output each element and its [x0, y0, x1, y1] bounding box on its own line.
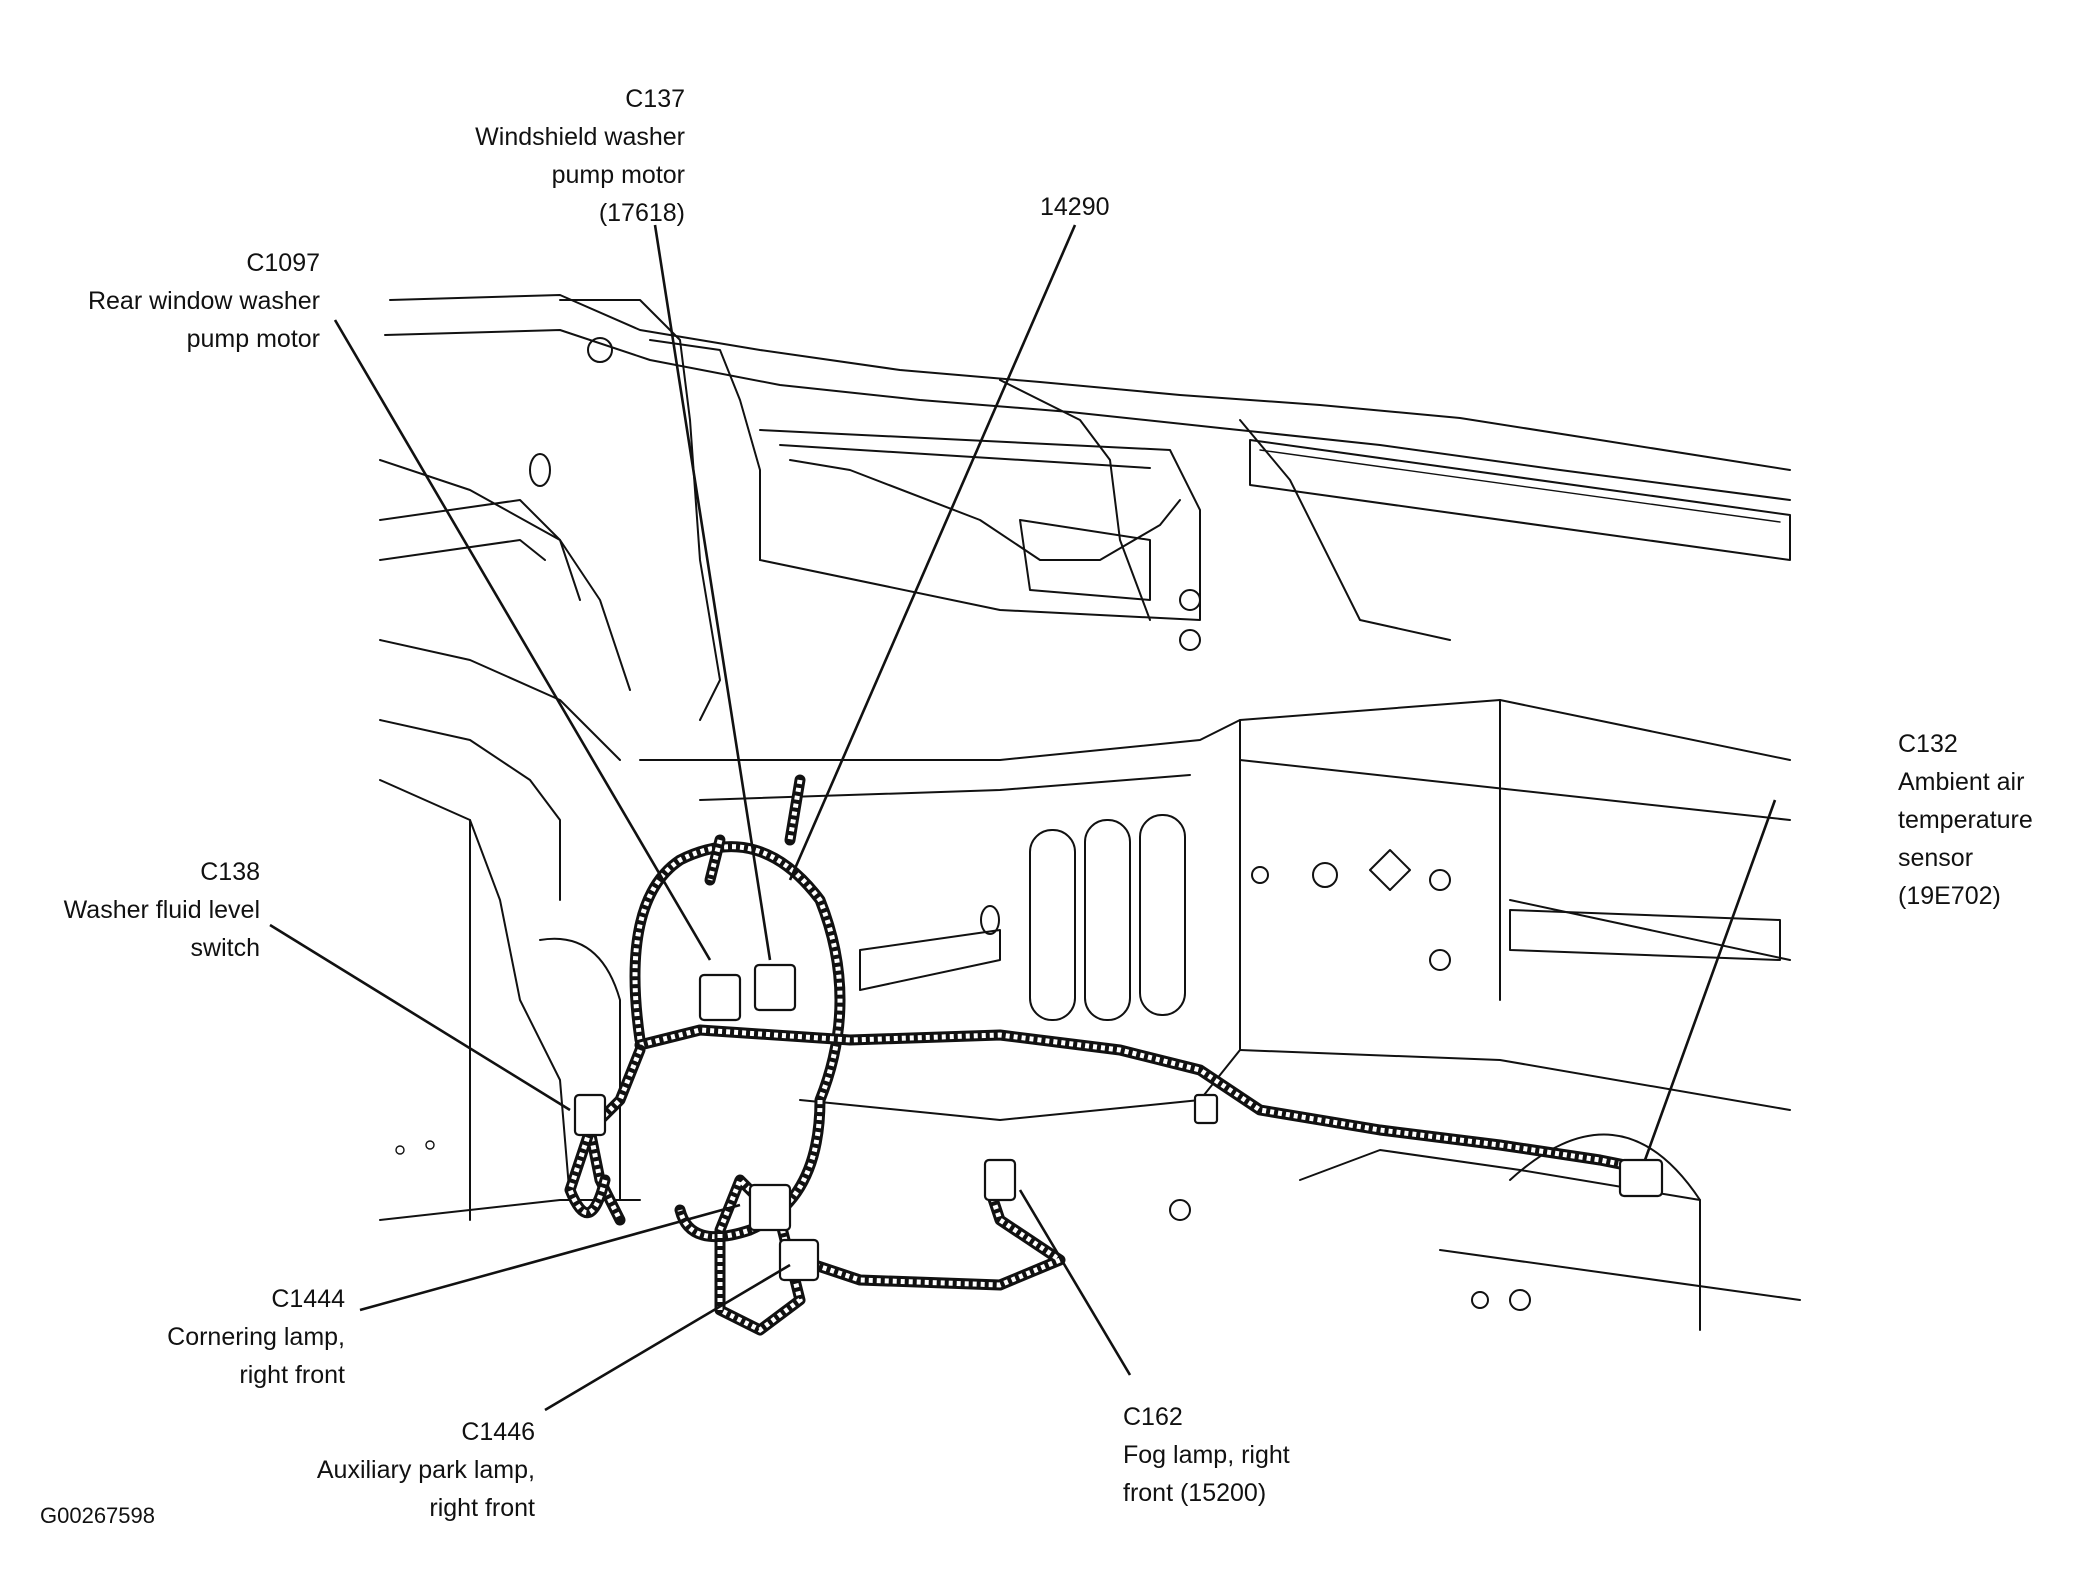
callout-c137: C137 Windshield washer pump motor (17618…	[400, 80, 685, 232]
callout-c1446-code: C1446	[461, 1418, 535, 1446]
callout-14290: 14290	[1040, 188, 1180, 226]
callout-c162-code: C162	[1123, 1403, 1183, 1431]
wire-harness	[564, 774, 1656, 1336]
callout-c137-line-2: pump motor	[551, 161, 685, 189]
callout-c1444-line-2: right front	[239, 1361, 345, 1389]
leader-c1444	[359, 1203, 741, 1312]
callout-c132-line-2: temperature	[1898, 806, 2033, 834]
cowl-structure	[379, 294, 1791, 721]
callout-c162-line-2: front (15200)	[1123, 1479, 1267, 1507]
callout-c1097-code: C1097	[246, 249, 320, 277]
callout-c1446: C1446 Auxiliary park lamp, right front	[220, 1413, 535, 1527]
leader-c137	[653, 224, 772, 961]
leader-c1097	[333, 319, 712, 961]
callout-c1097: C1097 Rear window washer pump motor	[20, 244, 320, 358]
callout-c132-line-4: (19E702)	[1898, 882, 2001, 910]
leader-c1446	[544, 1263, 791, 1412]
callout-c1446-line-2: right front	[429, 1494, 535, 1522]
callout-c1444-line-1: Cornering lamp,	[167, 1323, 345, 1351]
callout-c162: C162 Fog lamp, right front (15200)	[1123, 1398, 1383, 1512]
callout-c137-line-3: (17618)	[598, 199, 685, 227]
callout-c138-line-1: Washer fluid level	[63, 896, 260, 924]
callout-c138: C138 Washer fluid level switch	[20, 853, 260, 967]
callout-c132-line-3: sensor	[1898, 844, 1974, 872]
leader-c162	[1018, 1189, 1132, 1376]
callout-c1444-code: C1444	[271, 1285, 345, 1313]
callout-c1444: C1444 Cornering lamp, right front	[80, 1280, 345, 1394]
callout-c138-line-2: switch	[190, 934, 260, 962]
callout-c1097-line-1: Rear window washer	[87, 287, 320, 315]
callout-c137-line-1: Windshield washer	[475, 123, 685, 151]
leader-14290	[788, 224, 1077, 881]
connectors	[573, 963, 1664, 1282]
callout-14290-code: 14290	[1040, 193, 1110, 221]
leader-lines	[269, 224, 1777, 1412]
leader-c132	[1643, 799, 1777, 1161]
callout-c132: C132 Ambient air temperature sensor (19E…	[1898, 725, 2068, 915]
leader-c138	[269, 923, 571, 1112]
callout-c132-code: C132	[1898, 730, 1958, 758]
fender-structure	[379, 337, 641, 1221]
callout-c138-code: C138	[200, 858, 260, 886]
figure-id: G00267598	[40, 1503, 155, 1528]
callout-c1446-line-1: Auxiliary park lamp,	[316, 1456, 535, 1484]
callout-c132-line-1: Ambient air	[1898, 768, 2025, 796]
radiator-support	[639, 589, 1801, 1331]
callout-c137-code: C137	[625, 85, 685, 113]
callout-c1097-line-2: pump motor	[186, 325, 320, 353]
callout-c162-line-1: Fog lamp, right	[1123, 1441, 1290, 1469]
